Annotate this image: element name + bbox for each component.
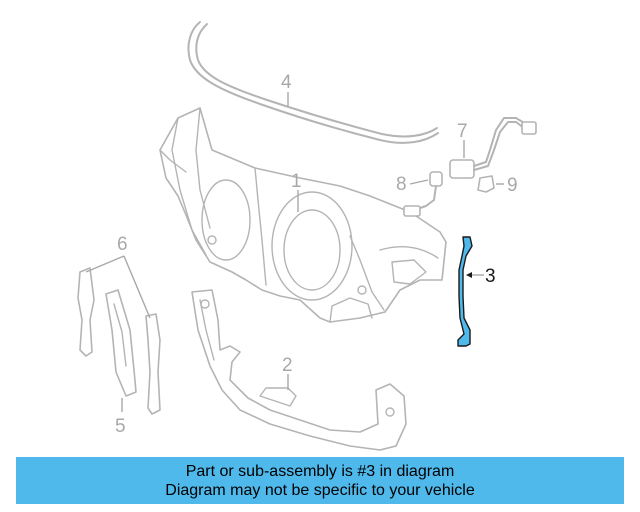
- leader-6: [85, 255, 151, 319]
- seal-strip-part-4: [187, 21, 439, 144]
- lower-crossmember-part-2: [191, 289, 407, 451]
- callout-6[interactable]: 6: [117, 234, 128, 255]
- callout-3[interactable]: 3: [485, 266, 496, 287]
- leader-8: [409, 179, 429, 185]
- callout-7[interactable]: 7: [457, 121, 468, 142]
- callout-2[interactable]: 2: [282, 355, 293, 376]
- leader-arrow-3: [466, 272, 472, 278]
- sensor-harness-part-7: [449, 117, 537, 179]
- bracket-part-8: [403, 171, 443, 217]
- banner-line-1: Part or sub-assembly is #3 in diagram: [185, 462, 455, 480]
- support-rod-part-3: [457, 236, 473, 347]
- banner-line-2: Diagram may not be specific to your vehi…: [165, 481, 475, 499]
- callout-1[interactable]: 1: [291, 171, 302, 192]
- radiator-support-part-1: [159, 107, 447, 323]
- callout-9[interactable]: 9: [507, 175, 518, 196]
- info-banner: Part or sub-assembly is #3 in diagram Di…: [16, 457, 624, 504]
- callout-4[interactable]: 4: [281, 72, 292, 93]
- side-bracket-part-6: [77, 267, 161, 415]
- vertical-panel-part-5: [105, 289, 137, 397]
- clip-part-9: [477, 175, 495, 193]
- callout-5[interactable]: 5: [115, 416, 126, 437]
- callout-8[interactable]: 8: [396, 174, 407, 195]
